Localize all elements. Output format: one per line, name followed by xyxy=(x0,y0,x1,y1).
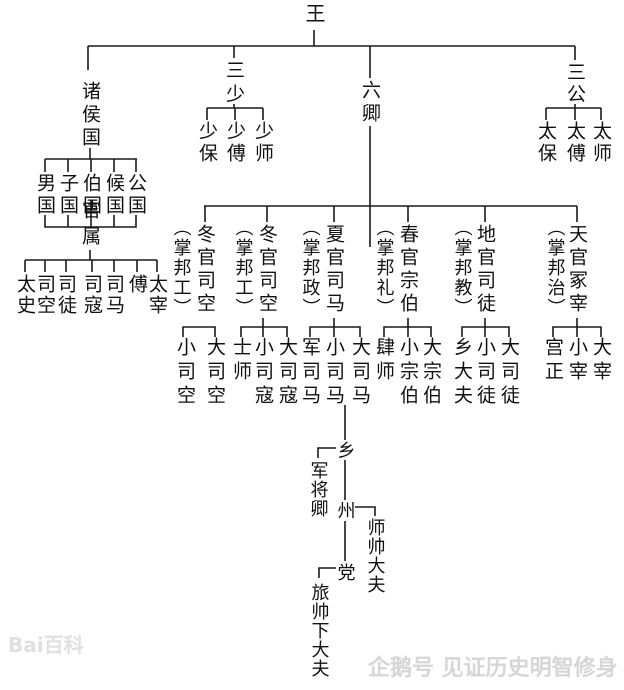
node-xiang: 乡 xyxy=(335,441,356,460)
ministry-duty: ︵掌邦政︶ xyxy=(300,218,321,318)
ministry-subordinate: 宫正 xyxy=(542,337,564,385)
ministry-subordinate: 小司空 xyxy=(174,337,196,409)
ministry-title: 天官冢宰 xyxy=(566,224,588,316)
ministry-title: 冬官司空 xyxy=(256,224,278,316)
node-dang-officer: 旅帅下大夫 xyxy=(309,583,330,678)
ministry-subordinate: 大司寇 xyxy=(276,337,298,409)
node-sanshao-child: 少保 xyxy=(196,121,218,165)
node-sanshao: 三少 xyxy=(223,60,245,108)
node-guanshu: 官属 xyxy=(79,200,101,252)
node-guanshu-child: 司马 xyxy=(103,274,125,316)
node-dang: 党 xyxy=(335,563,356,582)
ministry-subordinate: 大司徒 xyxy=(498,337,520,409)
ministry-subordinate: 大宰 xyxy=(590,337,612,385)
node-sanshao-child: 少师 xyxy=(252,121,274,165)
ministry-subordinate: 小宗伯 xyxy=(397,337,419,409)
ministry-title: 春官宗伯 xyxy=(397,224,419,316)
ministry-subordinate: 小司徒 xyxy=(474,337,496,409)
ministry-duty: ︵掌邦教︶ xyxy=(452,218,473,318)
ministry-subordinate: 士师 xyxy=(230,337,252,385)
connector-sanshao xyxy=(206,104,264,120)
connector-liuqing xyxy=(204,126,578,247)
node-guanshu-child: 司空 xyxy=(34,274,56,316)
baidu-watermark: Bai百科 xyxy=(8,633,84,657)
ministry-subordinate: 军司马 xyxy=(299,337,321,409)
ministry-subordinate: 小司马 xyxy=(323,337,345,409)
node-guanshu-child: 司徒 xyxy=(55,274,77,316)
connector-local xyxy=(317,405,376,578)
connector-ministries xyxy=(182,318,602,337)
node-zhuhou: 诸侯国 xyxy=(79,81,101,150)
node-zhuhou-child: 候国 xyxy=(103,173,125,217)
ministry-subordinate: 乡大夫 xyxy=(451,337,473,409)
node-sangong: 三公 xyxy=(564,62,586,106)
connector-sangong xyxy=(545,104,602,120)
ministry-subordinate: 小宰 xyxy=(566,337,588,385)
node-guanshu-child: 太史 xyxy=(14,274,36,316)
ministry-subordinate: 大宗伯 xyxy=(420,337,442,409)
node-guanshu-child: 傅 xyxy=(126,274,148,295)
ministry-subordinate: 肆师 xyxy=(373,337,395,385)
node-zhou-officer: 师帅大夫 xyxy=(365,518,386,594)
ministry-duty: ︵掌邦治︶ xyxy=(545,218,566,318)
ministry-title: 地官司徒 xyxy=(474,224,496,316)
ministry-title: 夏官司马 xyxy=(323,224,345,316)
ministry-duty: ︵掌邦工︶ xyxy=(233,218,254,318)
node-zhuhou-child: 子国 xyxy=(57,173,79,217)
ministry-duty: ︵掌邦礼︶ xyxy=(374,218,395,318)
connector-zhuhou xyxy=(44,148,137,228)
node-zhuhou-child: 公国 xyxy=(125,173,147,217)
node-sangong-child: 太师 xyxy=(590,121,612,165)
ministry-subordinate: 大司空 xyxy=(204,337,226,409)
ministry-subordinate: 大司马 xyxy=(349,337,371,409)
connector-lines xyxy=(24,30,602,578)
node-zhou: 州 xyxy=(335,501,356,520)
node-zhuhou-child: 伯国 xyxy=(80,173,102,217)
node-sanshao-child: 少傅 xyxy=(224,121,246,165)
root-node-wang: 王 xyxy=(302,3,326,25)
ministry-duty: ︵掌邦工︶ xyxy=(171,218,192,318)
node-sangong-child: 太傅 xyxy=(564,121,586,165)
connector-guanshu xyxy=(24,250,158,272)
node-sangong-child: 太保 xyxy=(535,121,557,165)
ministry-subordinate: 小司寇 xyxy=(252,337,274,409)
connector-top xyxy=(87,30,576,78)
node-guanshu-child: 司寇 xyxy=(81,274,103,316)
ministry-title: 冬官司空 xyxy=(194,224,216,316)
node-xiang-officer: 军将卿 xyxy=(308,461,329,518)
nodes: 王诸侯国男国子国伯国候国公国官属太史司空司徒司寇司马傅太宰 三少少保少傅少师 六卿 三… xyxy=(14,3,612,678)
source-watermark: 企鹅号 见证历史明智修身 xyxy=(367,655,618,681)
node-guanshu-child: 太宰 xyxy=(146,274,168,316)
node-liuqing: 六卿 xyxy=(359,80,381,126)
node-zhuhou-child: 男国 xyxy=(34,173,56,217)
